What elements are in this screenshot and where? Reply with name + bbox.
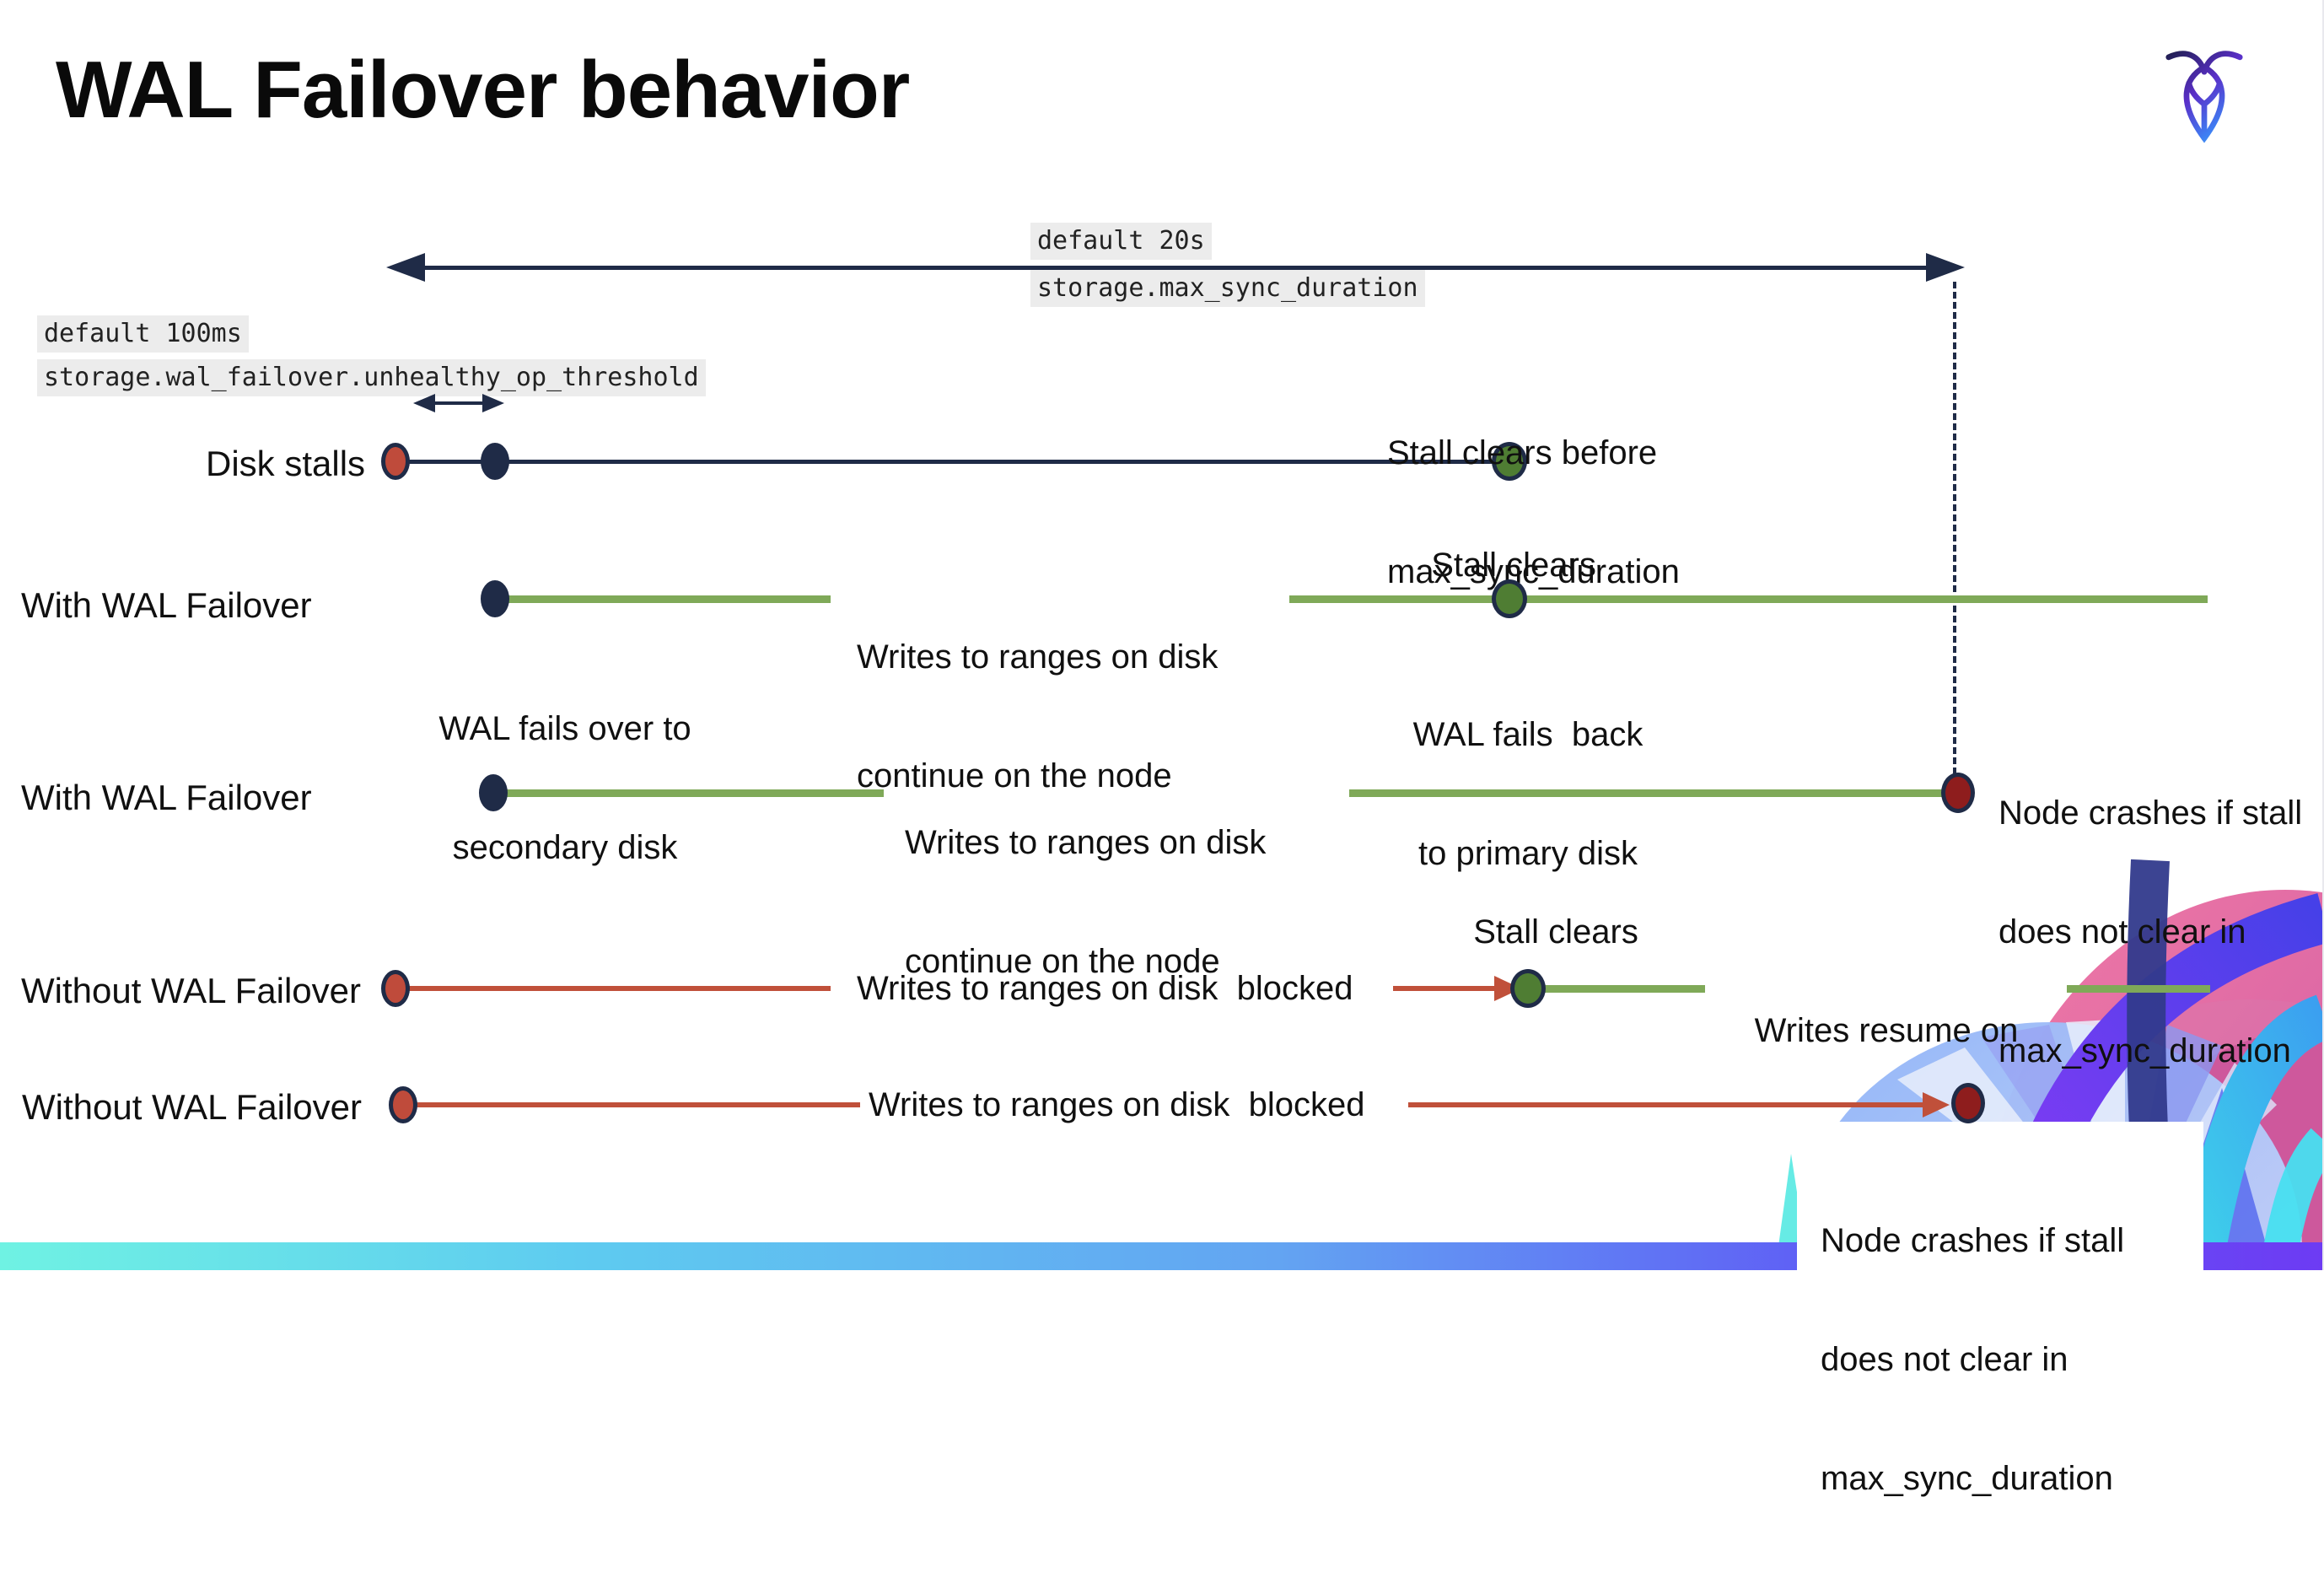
writes-blocked-line — [403, 1102, 860, 1107]
unhealthy-op-setting-label: storage.wal_failover.unhealthy_op_thresh… — [37, 359, 706, 396]
node-crash-dot — [1951, 1083, 1985, 1123]
row-label: Disk stalls — [206, 444, 366, 483]
writes-continue-line — [493, 789, 884, 797]
writes-continue-label: Writes to ranges on disk continue on the… — [857, 638, 1218, 794]
unhealthy-op-default-label: default 100ms — [37, 315, 249, 353]
arrowhead-left-icon — [386, 253, 425, 282]
slide-right-edge — [2322, 0, 2324, 1270]
failover-threshold-dot — [481, 443, 509, 480]
arrowhead-right-icon — [1926, 253, 1965, 282]
writes-continue-line — [495, 595, 831, 603]
writes-continue-line — [1289, 595, 2208, 603]
cockroachdb-logo-icon — [2165, 51, 2243, 143]
stall-clears-dot — [1492, 579, 1527, 618]
failback-label: WAL fails back to primary disk — [1412, 716, 1643, 872]
stall-clears-before-label: Stall clears before max_sync_duration — [1387, 434, 1680, 590]
writes-continue-label: Writes to ranges on disk continue on the… — [905, 824, 1267, 980]
row-label: With WAL Failover — [21, 585, 312, 625]
failover-label: WAL fails over to secondary disk — [438, 710, 691, 866]
node-crash-callout-box — [1797, 1122, 2203, 1270]
max-sync-deadline-dashed-line — [1953, 282, 1956, 774]
arrowhead-right-icon — [482, 394, 504, 412]
max-sync-default-label: default 20s — [1030, 223, 1212, 260]
row-label: Without WAL Failover — [22, 1087, 362, 1127]
arrowhead-left-icon — [413, 394, 435, 412]
writes-blocked-line — [1408, 1102, 1924, 1107]
max-sync-setting-label: storage.max_sync_duration — [1030, 270, 1425, 307]
stall-clears-label: Stall clears — [1431, 547, 1596, 584]
node-crash-label: Node crashes if stall does not clear in … — [1999, 794, 2303, 1069]
slide-canvas: WAL Failover behavior default 20s stor — [0, 0, 2324, 1497]
writes-blocked-line — [1393, 986, 1496, 991]
failover-dot — [481, 580, 509, 617]
disk-stall-start-dot — [389, 1086, 417, 1123]
node-crash-label: Node crashes if stall does not clear in … — [1821, 1222, 2125, 1497]
page-title: WAL Failover behavior — [56, 45, 910, 135]
writes-continue-line — [1349, 789, 1958, 797]
writes-blocked-label: Writes to ranges on disk blocked — [857, 970, 1353, 1007]
writes-blocked-line — [395, 986, 831, 991]
disk-stall-start-dot — [381, 443, 410, 480]
stall-line — [395, 460, 1509, 464]
writes-resume-line — [1545, 985, 1705, 993]
stall-clears-label: Stall clears — [1473, 913, 1638, 951]
writes-resume-line — [2067, 985, 2210, 993]
stall-clears-dot — [1510, 969, 1546, 1008]
failover-dot — [479, 774, 508, 811]
writes-blocked-label: Writes to ranges on disk blocked — [869, 1086, 1365, 1123]
stall-clears-dot — [1492, 442, 1527, 481]
disk-stall-start-dot — [381, 970, 410, 1007]
row-label: Without WAL Failover — [21, 971, 361, 1010]
node-crash-dot — [1941, 773, 1975, 813]
arrowhead-right-icon — [1923, 1092, 1950, 1118]
row-label: With WAL Failover — [21, 778, 312, 817]
